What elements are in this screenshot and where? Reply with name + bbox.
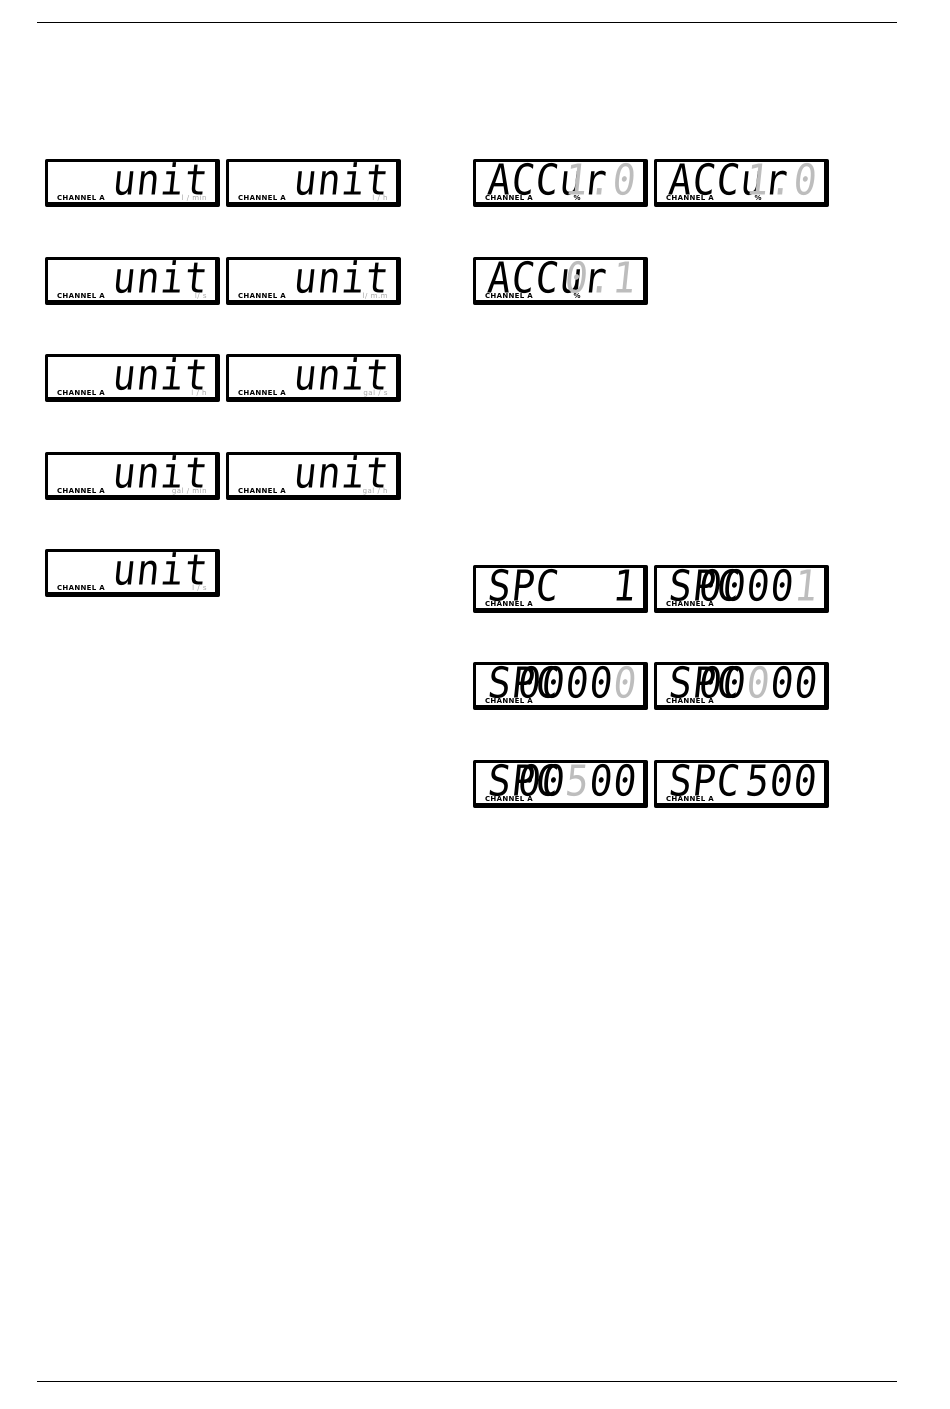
unit-label: gal / min — [171, 487, 207, 495]
lcd-display-unit-8: unit CHANNEL A gal / h — [226, 448, 401, 500]
unit-label: l / min — [181, 194, 207, 202]
lcd-display-spc-5: SPC 00500 CHANNEL A — [473, 756, 648, 808]
channel-label: CHANNEL A — [666, 795, 714, 803]
lcd-display-spc-2: SPC 00001 CHANNEL A — [654, 561, 829, 613]
lcd-display-unit-3: unit CHANNEL A l/ s — [45, 253, 220, 305]
lcd-display-spc-3: SPC 00000 CHANNEL A — [473, 658, 648, 710]
percent-label: % — [573, 292, 581, 300]
lcd-display-accuracy-2: ACCur 1.0 CHANNEL A % — [654, 155, 829, 207]
channel-label: CHANNEL A — [57, 292, 105, 300]
percent-label: % — [573, 194, 581, 202]
unit-label: l / s — [192, 584, 207, 592]
channel-label: CHANNEL A — [57, 584, 105, 592]
lcd-display-spc-6: SPC 500 CHANNEL A — [654, 756, 829, 808]
channel-label: CHANNEL A — [238, 194, 286, 202]
channel-label: CHANNEL A — [485, 697, 533, 705]
channel-label: CHANNEL A — [666, 697, 714, 705]
percent-label: % — [754, 194, 762, 202]
spc-digits-value: 00 — [767, 658, 821, 708]
unit-label: l/ m.m — [362, 292, 388, 300]
channel-label: CHANNEL A — [57, 194, 105, 202]
channel-label: CHANNEL A — [485, 292, 533, 300]
spc-digits: 1 — [611, 561, 640, 610]
spc-digits-value: 00 — [586, 756, 640, 806]
lcd-display-spc-1: SPC 1 CHANNEL A — [473, 561, 648, 613]
spc-digits: 00000 — [515, 658, 640, 707]
header-rule — [37, 22, 897, 23]
channel-label: CHANNEL A — [238, 292, 286, 300]
unit-label: gal / h — [362, 487, 388, 495]
lcd-display-unit-1: unit CHANNEL A l / min — [45, 155, 220, 207]
channel-label: CHANNEL A — [238, 487, 286, 495]
unit-label: l/ s — [194, 292, 207, 300]
channel-label: CHANNEL A — [238, 389, 286, 397]
lcd-display-accuracy-1: ACCur 1.0 CHANNEL A % — [473, 155, 648, 207]
spc-digits: 500 — [744, 756, 821, 805]
spc-digit-edit: 1 — [791, 561, 821, 611]
footer-rule — [37, 1381, 897, 1382]
spc-digits-value: 1 — [610, 561, 640, 611]
channel-label: CHANNEL A — [57, 389, 105, 397]
spc-digits: 00001 — [696, 561, 821, 610]
unit-label: l / h — [191, 389, 207, 397]
spc-digits-value: 500 — [743, 756, 821, 806]
unit-label: l / h — [372, 194, 388, 202]
lcd-display-accuracy-3: ACCur 0.1 CHANNEL A % — [473, 253, 648, 305]
lcd-display-unit-6: unit CHANNEL A gal / s — [226, 350, 401, 402]
lcd-display-unit-5: unit CHANNEL A l / h — [45, 350, 220, 402]
lcd-display-unit-9: unit CHANNEL A l / s — [45, 545, 220, 597]
spc-digits: 00500 — [515, 756, 640, 805]
channel-label: CHANNEL A — [485, 600, 533, 608]
channel-label: CHANNEL A — [485, 795, 533, 803]
lcd-display-unit-2: unit CHANNEL A l / h — [226, 155, 401, 207]
lcd-display-spc-4: SPC 00000 CHANNEL A — [654, 658, 829, 710]
channel-label: CHANNEL A — [666, 600, 714, 608]
lcd-display-unit-7: unit CHANNEL A gal / min — [45, 448, 220, 500]
channel-label: CHANNEL A — [57, 487, 105, 495]
spc-digit-edit: 0 — [610, 658, 640, 708]
spc-digits: 00000 — [696, 658, 821, 707]
channel-label: CHANNEL A — [666, 194, 714, 202]
unit-label: gal / s — [363, 389, 388, 397]
channel-label: CHANNEL A — [485, 194, 533, 202]
lcd-display-unit-4: unit CHANNEL A l/ m.m — [226, 253, 401, 305]
